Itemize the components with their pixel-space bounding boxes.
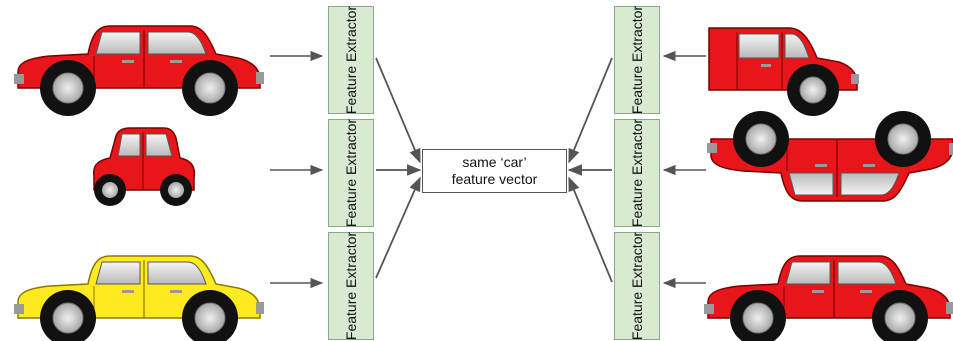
- feature-extractor-label: Feature Extractor: [343, 118, 359, 228]
- car-left-2: [92, 127, 196, 206]
- car-right-3: [703, 255, 953, 341]
- feature-extractor-label: Feature Extractor: [629, 231, 645, 341]
- feature-vector-line-2: feature vector: [451, 171, 538, 187]
- feature-extractor-label: Feature Extractor: [629, 5, 645, 115]
- feature-extractor-left-2: Feature Extractor: [328, 119, 374, 227]
- car-left-1: [13, 25, 265, 117]
- feature-extractor-right-2: Feature Extractor: [614, 119, 660, 227]
- arrow-to-center-r3: [568, 176, 613, 283]
- feature-extractor-left-3: Feature Extractor: [328, 232, 374, 340]
- car-right-1: [708, 27, 859, 116]
- feature-extractor-label: Feature Extractor: [343, 231, 359, 341]
- car-left-3: [13, 255, 265, 341]
- arrow-to-center-r1: [568, 57, 613, 164]
- feature-vector-line-1: same ‘car’: [462, 154, 527, 170]
- feature-extractor-label: Feature Extractor: [629, 118, 645, 228]
- feature-extractor-right-3: Feature Extractor: [614, 232, 660, 340]
- arrow-to-center-l1: [375, 57, 421, 164]
- car-right-2: [706, 110, 953, 202]
- arrow-to-center-l3: [375, 176, 421, 279]
- feature-extractor-label: Feature Extractor: [343, 5, 359, 115]
- feature-extractor-right-1: Feature Extractor: [614, 6, 660, 114]
- feature-extractor-left-1: Feature Extractor: [328, 6, 374, 114]
- feature-vector-box: same ‘car’ feature vector: [422, 149, 567, 193]
